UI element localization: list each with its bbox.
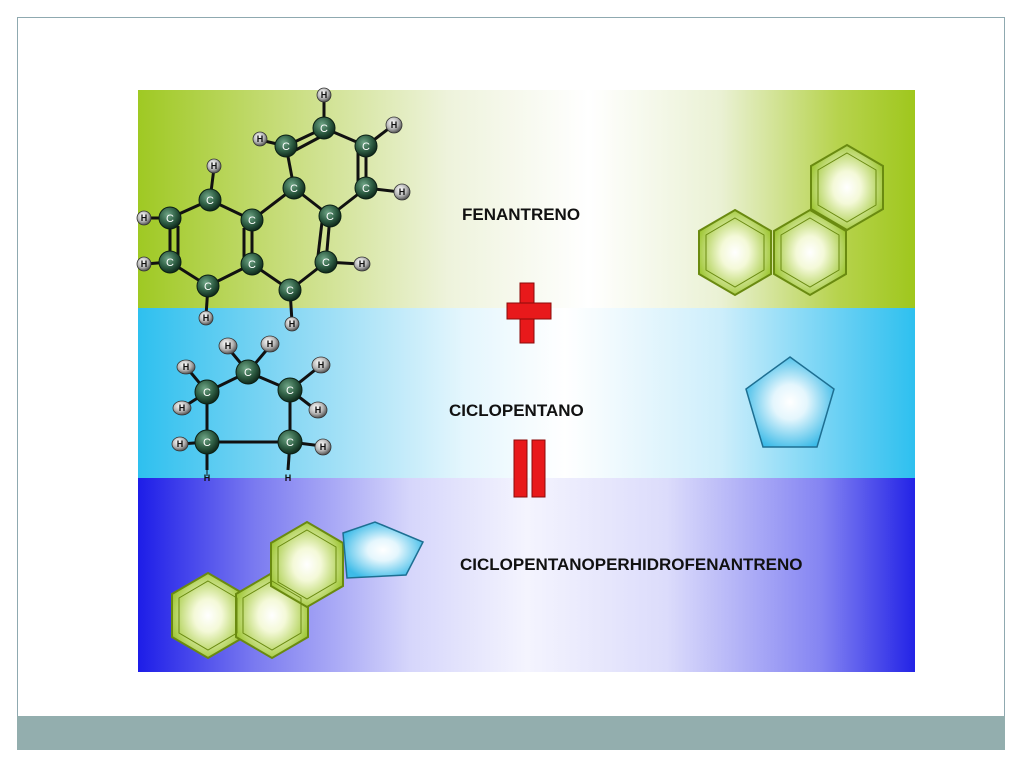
- atom-label-c: C: [320, 123, 328, 135]
- atom-label-c: C: [203, 387, 211, 399]
- atom-label-h: H: [285, 473, 292, 483]
- atom-label-c: C: [203, 437, 211, 449]
- steroid-nucleus-icon: [171, 520, 425, 660]
- atom-label-c: C: [166, 213, 174, 225]
- atom-label-c: C: [166, 257, 174, 269]
- atom-label-h: H: [203, 313, 210, 323]
- cyclopentane-label: CICLOPENTANO: [449, 401, 584, 420]
- slide-footer-bar: [17, 716, 1005, 750]
- atom-label-c: C: [206, 195, 214, 207]
- atom-label-c: C: [326, 211, 334, 223]
- atom-label-h: H: [318, 360, 325, 370]
- phenanthrene-ring-icon: [698, 143, 884, 297]
- result-label: CICLOPENTANOPERHIDROFENANTRENO: [460, 555, 803, 574]
- atom-label-h: H: [321, 90, 328, 100]
- cyclopentane-ball-and-stick: H H H H H H H H H H C C C C C: [171, 335, 332, 483]
- equals-operator-icon: [513, 439, 546, 498]
- atom-label-h: H: [183, 362, 190, 372]
- atom-label-h: H: [399, 187, 406, 197]
- atom-label-h: H: [315, 405, 322, 415]
- atom-label-h: H: [179, 403, 186, 413]
- atom-label-c: C: [362, 141, 370, 153]
- atom-label-c: C: [248, 215, 256, 227]
- atom-label-h: H: [211, 161, 218, 171]
- atom-label-h: H: [359, 259, 366, 269]
- atom-label-c: C: [290, 183, 298, 195]
- atom-label-c: C: [282, 141, 290, 153]
- atom-label-h: H: [225, 341, 232, 351]
- atom-label-c: C: [362, 183, 370, 195]
- atom-label-c: C: [204, 281, 212, 293]
- atom-label-c: C: [244, 367, 252, 379]
- cyclopentane-ring-icon: [745, 356, 835, 448]
- atom-label-c: C: [286, 285, 294, 297]
- phenanthrene-label: FENANTRENO: [462, 205, 581, 224]
- atom-label-c: C: [322, 257, 330, 269]
- atom-label-c: C: [286, 385, 294, 397]
- atom-label-h: H: [177, 439, 184, 449]
- atom-label-h: H: [204, 473, 211, 483]
- atom-label-h: H: [267, 339, 274, 349]
- atom-label-h: H: [320, 442, 327, 452]
- atom-label-c: C: [286, 437, 294, 449]
- phenanthrene-ball-and-stick: H H H H H H H H H H: [136, 87, 411, 332]
- atom-label-h: H: [289, 319, 296, 329]
- atom-label-h: H: [257, 134, 264, 144]
- atom-label-h: H: [141, 259, 148, 269]
- plus-operator-icon: [506, 282, 552, 344]
- atom-label-c: C: [248, 259, 256, 271]
- atom-label-h: H: [391, 120, 398, 130]
- atom-label-h: H: [141, 213, 148, 223]
